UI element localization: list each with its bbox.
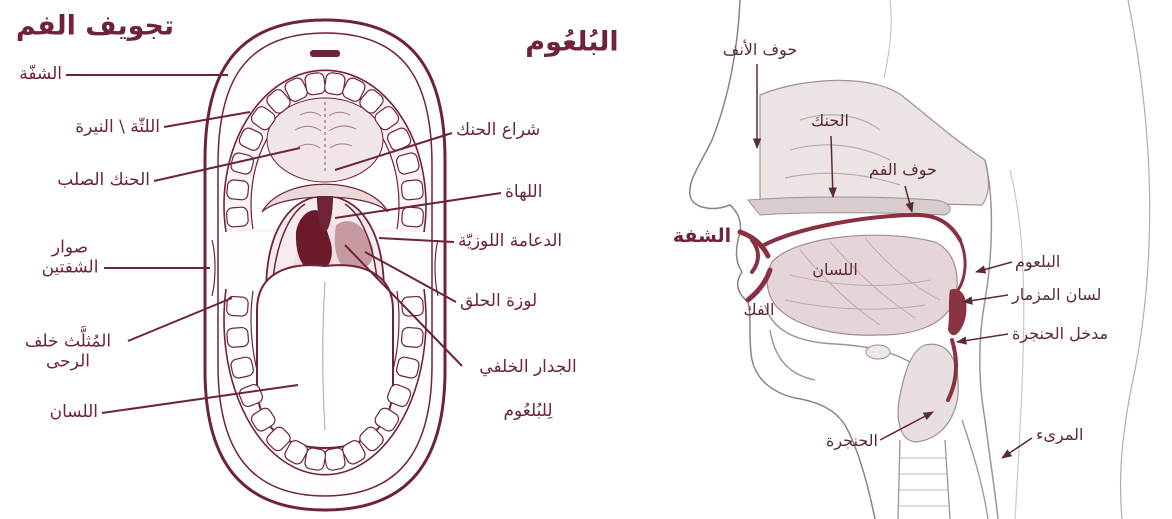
upper-tooth: [226, 179, 249, 200]
label-hard-palate: الحنك الصلب: [57, 171, 150, 191]
leader-laryngeal-inlet: [957, 334, 1008, 342]
label-posterior-wall-line-1: الجدار الخلفي: [479, 345, 576, 389]
label-uvula: اللهاة: [505, 183, 542, 203]
labial-frenulum: [310, 50, 340, 57]
label-palate: الحنك: [811, 112, 849, 130]
lower-tooth: [324, 447, 346, 471]
back-of-head-outline: [1121, 0, 1150, 519]
hard-palate-section: [748, 197, 950, 215]
label-retromolar-trigone: المُثلَّث خلف الرحى: [25, 332, 111, 371]
label-oral-cavity: حوف الفم: [869, 161, 937, 179]
spine-outline: [1010, 170, 1024, 519]
lower-tooth: [401, 327, 423, 348]
pharynx-diagram-title: البُلعُوم: [525, 26, 618, 57]
leader-esophagus: [1002, 438, 1032, 458]
label-tongue-section: اللسان: [812, 261, 858, 279]
label-posterior-wall-line-2: لِلبُلعُوم: [479, 389, 576, 433]
label-lip: الشفّة: [19, 65, 62, 85]
label-retromolar-line-2: الرحى: [25, 352, 111, 372]
label-pharynx: البلعوم: [1015, 253, 1060, 271]
label-lip-section: الشفة: [673, 226, 731, 248]
hyoid-bone: [866, 345, 890, 359]
nasal-cavity: [760, 80, 988, 205]
label-larynx: الحنجرة: [826, 432, 878, 450]
label-posterior-pharyngeal-wall: الجدار الخلفي لِلبُلعُوم: [479, 345, 576, 433]
label-tongue: اللسان: [50, 403, 98, 423]
mouth-diagram-title: تجويف الفم: [16, 10, 174, 41]
lower-tooth: [226, 327, 248, 348]
label-lip-commissure-line-1: صوار: [42, 238, 99, 258]
label-nasal-cavity: حوف الأنف: [723, 41, 797, 59]
label-tonsillar-pillar: الدعامة اللوزيّة: [458, 232, 562, 252]
label-laryngeal-inlet: مدخل الحنجرة: [1012, 325, 1108, 343]
label-retromolar-line-1: المُثلَّث خلف: [25, 332, 111, 352]
upper-tooth: [401, 207, 423, 227]
tracheal-rings: [899, 458, 949, 506]
epiglottis: [948, 289, 967, 335]
skull-base-line: [884, 0, 891, 78]
pharynx-posterior-wall: [980, 160, 998, 519]
label-epiglottis: لسان المزمار: [1012, 286, 1101, 304]
upper-tooth: [226, 207, 248, 227]
label-esophagus: المرىء: [1036, 426, 1083, 444]
label-lip-commissure: صوار الشفتين: [42, 238, 99, 277]
esophagus-wall: [962, 420, 988, 519]
label-palatine-tonsil: لوزة الحلق: [460, 292, 537, 312]
mouth-diagram: [205, 20, 445, 510]
label-soft-palate: شراع الحنك: [456, 121, 540, 141]
trachea-walls: [898, 440, 950, 519]
label-gums: اللثّة \ النيرة: [75, 118, 160, 138]
upper-tooth: [304, 72, 326, 96]
upper-tooth: [401, 179, 424, 200]
leader-pharynx: [976, 262, 1012, 272]
lip-vestibule: [752, 240, 758, 272]
label-lip-commissure-line-2: الشفتين: [42, 258, 99, 278]
label-jaw: الفك: [744, 301, 775, 319]
soft-palate-section: [958, 240, 965, 290]
